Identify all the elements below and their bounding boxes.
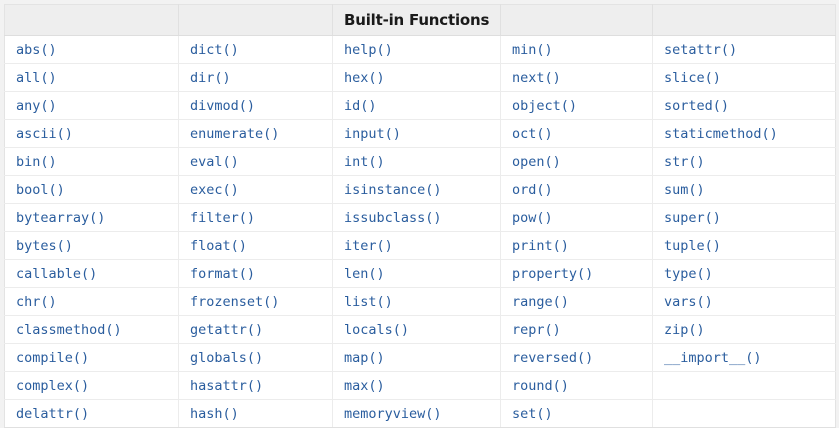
table-row: bytearray()filter()issubclass()pow()supe… [4, 203, 836, 232]
function-name-cell[interactable]: delattr() [4, 399, 179, 428]
function-name-cell[interactable]: complex() [4, 371, 179, 400]
function-name-cell[interactable]: bin() [4, 147, 179, 176]
function-name-cell[interactable]: format() [178, 259, 333, 288]
table-row: bin()eval()int()open()str() [4, 147, 836, 176]
function-name-cell[interactable]: compile() [4, 343, 179, 372]
function-name-cell[interactable]: isinstance() [332, 175, 501, 204]
table-row: abs()dict()help()min()setattr() [4, 35, 836, 64]
function-name-cell[interactable]: bytearray() [4, 203, 179, 232]
function-name-cell[interactable]: len() [332, 259, 501, 288]
table-row: compile()globals()map()reversed()__impor… [4, 343, 836, 372]
function-name-cell[interactable]: any() [4, 91, 179, 120]
page-root: Built-in Functions abs()dict()help()min(… [4, 4, 836, 428]
column-header-1 [4, 4, 179, 36]
function-name-cell[interactable]: tuple() [652, 231, 836, 260]
function-name-cell[interactable]: hex() [332, 63, 501, 92]
function-name-cell[interactable]: range() [500, 287, 653, 316]
function-name-cell[interactable]: super() [652, 203, 836, 232]
function-name-cell[interactable]: open() [500, 147, 653, 176]
empty-cell [652, 371, 836, 400]
function-name-cell[interactable]: oct() [500, 119, 653, 148]
function-name-cell[interactable]: help() [332, 35, 501, 64]
function-name-cell[interactable]: iter() [332, 231, 501, 260]
function-name-cell[interactable]: reversed() [500, 343, 653, 372]
function-name-cell[interactable]: staticmethod() [652, 119, 836, 148]
function-name-cell[interactable]: enumerate() [178, 119, 333, 148]
function-name-cell[interactable]: getattr() [178, 315, 333, 344]
column-header-5 [652, 4, 836, 36]
function-name-cell[interactable]: float() [178, 231, 333, 260]
function-name-cell[interactable]: setattr() [652, 35, 836, 64]
function-name-cell[interactable]: issubclass() [332, 203, 501, 232]
function-name-cell[interactable]: property() [500, 259, 653, 288]
function-name-cell[interactable]: filter() [178, 203, 333, 232]
function-name-cell[interactable]: memoryview() [332, 399, 501, 428]
function-name-cell[interactable]: zip() [652, 315, 836, 344]
function-name-cell[interactable]: ord() [500, 175, 653, 204]
function-name-cell[interactable]: bool() [4, 175, 179, 204]
function-name-cell[interactable]: round() [500, 371, 653, 400]
function-name-cell[interactable]: print() [500, 231, 653, 260]
table-row: all()dir()hex()next()slice() [4, 63, 836, 92]
function-name-cell[interactable]: set() [500, 399, 653, 428]
function-name-cell[interactable]: hash() [178, 399, 333, 428]
function-name-cell[interactable]: chr() [4, 287, 179, 316]
table-row: ascii()enumerate()input()oct()staticmeth… [4, 119, 836, 148]
function-name-cell[interactable]: abs() [4, 35, 179, 64]
table-row: bytes()float()iter()print()tuple() [4, 231, 836, 260]
table-row: chr()frozenset()list()range()vars() [4, 287, 836, 316]
function-name-cell[interactable]: ascii() [4, 119, 179, 148]
table-row: callable()format()len()property()type() [4, 259, 836, 288]
function-name-cell[interactable]: callable() [4, 259, 179, 288]
function-name-cell[interactable]: globals() [178, 343, 333, 372]
function-name-cell[interactable]: bytes() [4, 231, 179, 260]
function-name-cell[interactable]: min() [500, 35, 653, 64]
table-row: any()divmod()id()object()sorted() [4, 91, 836, 120]
function-name-cell[interactable]: repr() [500, 315, 653, 344]
function-name-cell[interactable]: locals() [332, 315, 501, 344]
function-name-cell[interactable]: hasattr() [178, 371, 333, 400]
function-name-cell[interactable]: sorted() [652, 91, 836, 120]
function-name-cell[interactable]: map() [332, 343, 501, 372]
function-name-cell[interactable]: eval() [178, 147, 333, 176]
function-name-cell[interactable]: __import__() [652, 343, 836, 372]
function-name-cell[interactable]: input() [332, 119, 501, 148]
table-row: complex()hasattr()max()round() [4, 371, 836, 400]
function-name-cell[interactable]: slice() [652, 63, 836, 92]
function-name-cell[interactable]: dict() [178, 35, 333, 64]
table-row: bool()exec()isinstance()ord()sum() [4, 175, 836, 204]
function-name-cell[interactable]: all() [4, 63, 179, 92]
table-title: Built-in Functions [332, 4, 501, 36]
table-row: classmethod()getattr()locals()repr()zip(… [4, 315, 836, 344]
function-name-cell[interactable]: classmethod() [4, 315, 179, 344]
function-name-cell[interactable]: str() [652, 147, 836, 176]
function-name-cell[interactable]: frozenset() [178, 287, 333, 316]
table-row: delattr()hash()memoryview()set() [4, 399, 836, 428]
function-name-cell[interactable]: dir() [178, 63, 333, 92]
function-name-cell[interactable]: int() [332, 147, 501, 176]
column-header-2 [178, 4, 333, 36]
function-name-cell[interactable]: type() [652, 259, 836, 288]
function-name-cell[interactable]: id() [332, 91, 501, 120]
table-header: Built-in Functions [4, 4, 836, 36]
table-body: abs()dict()help()min()setattr()all()dir(… [4, 35, 836, 428]
empty-cell [652, 399, 836, 428]
function-name-cell[interactable]: divmod() [178, 91, 333, 120]
function-name-cell[interactable]: next() [500, 63, 653, 92]
function-name-cell[interactable]: pow() [500, 203, 653, 232]
function-name-cell[interactable]: list() [332, 287, 501, 316]
function-name-cell[interactable]: object() [500, 91, 653, 120]
function-name-cell[interactable]: exec() [178, 175, 333, 204]
column-header-4 [500, 4, 653, 36]
builtin-functions-table: Built-in Functions abs()dict()help()min(… [4, 4, 836, 428]
function-name-cell[interactable]: max() [332, 371, 501, 400]
function-name-cell[interactable]: sum() [652, 175, 836, 204]
function-name-cell[interactable]: vars() [652, 287, 836, 316]
table-header-row: Built-in Functions [4, 4, 836, 36]
